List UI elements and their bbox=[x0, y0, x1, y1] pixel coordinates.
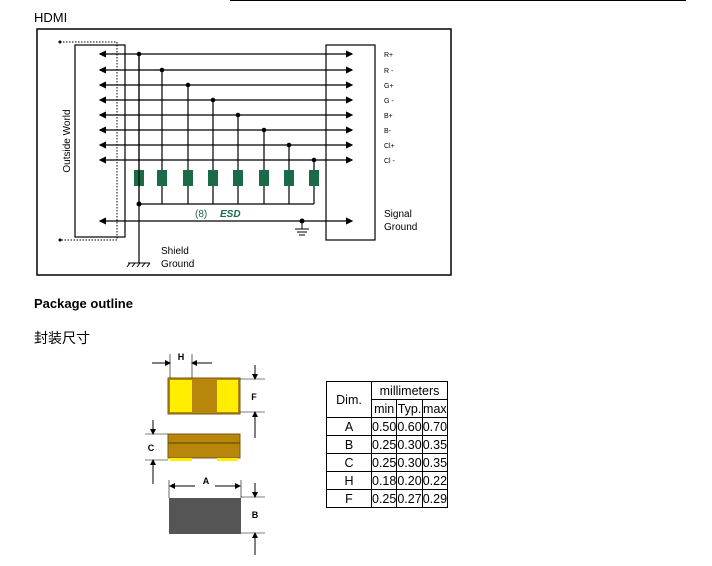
dim-label-f: F bbox=[251, 392, 257, 402]
table-cell: 0.70 bbox=[421, 417, 449, 436]
table-cell: 0.35 bbox=[421, 435, 449, 454]
esd-diode bbox=[259, 170, 269, 186]
dim-label-h: H bbox=[178, 352, 185, 362]
typ-header: Typ. bbox=[396, 399, 423, 418]
terminal-left bbox=[170, 380, 192, 412]
table-cell: 0.20 bbox=[396, 471, 423, 490]
esd-diode bbox=[157, 170, 167, 186]
table-cell: 0.29 bbox=[421, 489, 449, 508]
table-cell: 0.25 bbox=[370, 453, 398, 472]
table-cell: 0.25 bbox=[370, 489, 398, 508]
outside-world-label: Outside World bbox=[62, 109, 73, 172]
hdmi-esd-diagram: Outside World R+R -G+G -B+B-Cl+Cl - (8) … bbox=[36, 28, 452, 276]
table-cell: 0.60 bbox=[396, 417, 423, 436]
section-title: HDMI bbox=[34, 10, 68, 25]
table-cell: H bbox=[326, 471, 372, 490]
signal-label: G - bbox=[384, 98, 394, 105]
max-header: max bbox=[421, 399, 449, 418]
esd-diode bbox=[233, 170, 243, 186]
package-bottom-view bbox=[169, 498, 241, 534]
outside-world-box bbox=[74, 44, 126, 238]
signal-ground-icon bbox=[295, 221, 309, 236]
signal-label: B- bbox=[384, 128, 392, 135]
package-drawing: H F C A B bbox=[145, 352, 265, 555]
diagram-frame bbox=[36, 28, 452, 276]
signal-label: R+ bbox=[384, 52, 393, 59]
signal-ground-label-1: Signal bbox=[384, 209, 412, 220]
table-cell: 0.22 bbox=[421, 471, 449, 490]
table-cell: 0.18 bbox=[370, 471, 398, 490]
shield-dotted-line bbox=[60, 41, 118, 241]
signal-label: Cl - bbox=[384, 158, 396, 165]
signal-label: B+ bbox=[384, 113, 393, 120]
dim-header: Dim. bbox=[326, 381, 372, 418]
dim-label-b: B bbox=[252, 510, 259, 520]
package-outline-title-cn: 封装尺寸 bbox=[34, 331, 90, 347]
package-outline-title: Package outline bbox=[34, 296, 133, 311]
table-cell: 0.35 bbox=[421, 453, 449, 472]
signal-label: G+ bbox=[384, 83, 394, 90]
signal-label: R - bbox=[384, 68, 394, 75]
shield-ground-label-2: Ground bbox=[161, 259, 194, 270]
esd-diode bbox=[183, 170, 193, 186]
table-cell: 0.25 bbox=[370, 435, 398, 454]
min-header: min bbox=[370, 399, 398, 418]
table-cell: F bbox=[326, 489, 372, 508]
shield-ground-label-1: Shield bbox=[161, 246, 189, 257]
table-cell: 0.50 bbox=[370, 417, 398, 436]
esd-diode bbox=[284, 170, 294, 186]
package-side-view bbox=[167, 433, 241, 459]
table-cell: 0.27 bbox=[396, 489, 423, 508]
table-cell: A bbox=[326, 417, 372, 436]
dim-label-c: C bbox=[148, 443, 155, 453]
shield-ground-icon bbox=[126, 262, 151, 268]
esd-diode bbox=[208, 170, 218, 186]
table-cell: B bbox=[326, 435, 372, 454]
esd-diode bbox=[309, 170, 319, 186]
unit-header: millimeters bbox=[370, 381, 449, 400]
terminal-right bbox=[217, 380, 238, 412]
connector-box bbox=[325, 44, 376, 241]
header-rule bbox=[230, 0, 686, 1]
esd-label: ESD bbox=[220, 209, 241, 220]
signal-label: Cl+ bbox=[384, 143, 395, 150]
table-cell: C bbox=[326, 453, 372, 472]
signal-ground-label-2: Ground bbox=[384, 222, 417, 233]
dim-label-a: A bbox=[203, 476, 210, 486]
esd-count: (8) bbox=[195, 209, 207, 220]
table-cell: 0.30 bbox=[396, 435, 423, 454]
table-cell: 0.30 bbox=[396, 453, 423, 472]
